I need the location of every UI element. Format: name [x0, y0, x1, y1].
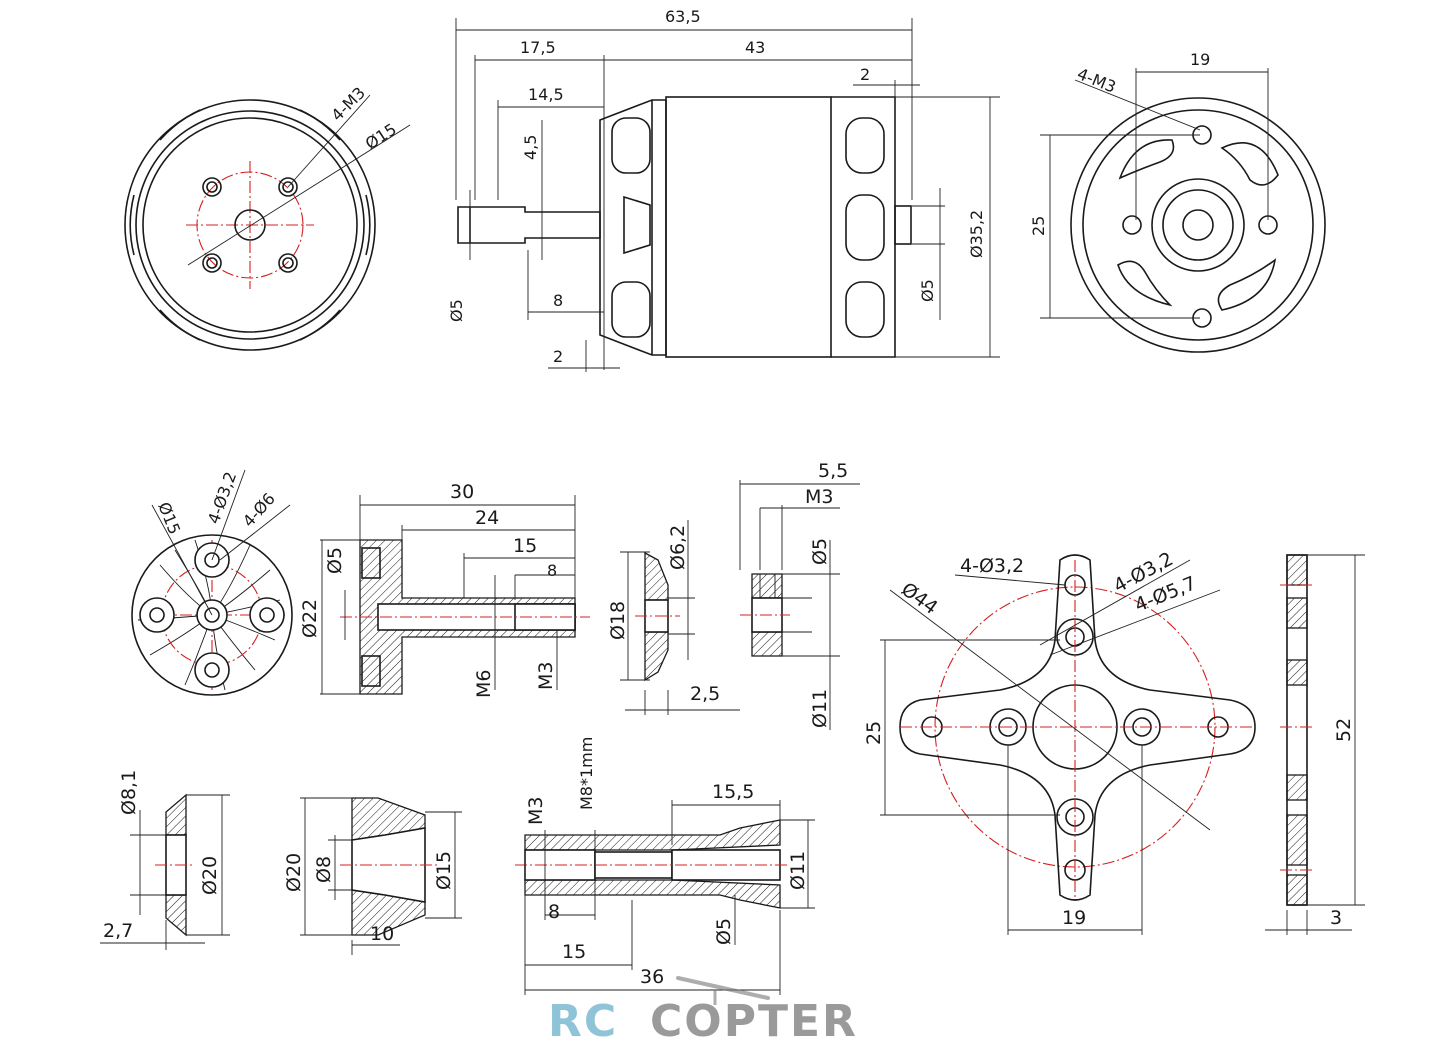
side-view-flat-length: 8: [553, 291, 563, 310]
cone-washer-section: Ø8,1 Ø20 2,7: [100, 770, 230, 950]
x-mount-span-diameter: Ø44: [897, 578, 942, 619]
long-adapter-thread-length: 8: [548, 901, 560, 923]
cone-washer-thickness: 2,7: [103, 920, 133, 942]
prop-adapter-front-view: Ø15 4-Ø3,2 4-Ø6: [131, 469, 293, 696]
x-mount-side: 52 3: [1265, 554, 1365, 935]
long-adapter-total-length: 36: [640, 966, 664, 988]
prop-adapter-large-holes: 4-Ø6: [239, 489, 279, 530]
rear-view-spacing-x: 19: [1190, 50, 1210, 69]
washer-thickness: 2,5: [690, 683, 720, 705]
watermark-copter-text: COPTER: [650, 996, 858, 1047]
prop-adapter-flange-diameter: Ø22: [299, 599, 321, 638]
prop-adapter-flange-hole: Ø5: [324, 547, 346, 574]
cone-collet-section: Ø20 Ø8 Ø15 10: [283, 797, 462, 955]
side-view-front-gap: 2: [553, 347, 563, 366]
nut-width: 5,5: [818, 460, 848, 482]
cone-collet-cone-diameter: Ø15: [433, 851, 455, 890]
rear-view-screws-label: 4-M3: [1075, 64, 1119, 97]
long-adapter-collet-length: 15,5: [712, 781, 754, 803]
side-view: 63,5 17,5 43 2 14,5 4,5 Ø5 8 2 Ø5 Ø35,2: [447, 7, 1000, 372]
watermark-rc-text: RC: [548, 996, 618, 1047]
x-mount-view: 4-Ø3,2 4-Ø3,2 4-Ø5,7 Ø44 25 19: [863, 548, 1256, 935]
prop-adapter-length-tube: 15: [513, 535, 537, 557]
cone-collet-length: 10: [370, 923, 394, 945]
front-view: 4-M3 Ø15: [124, 83, 411, 351]
cone-collet-outer-diameter: Ø20: [283, 853, 305, 892]
front-view-cooling-slots: [129, 109, 371, 341]
side-view-body-diameter: Ø35,2: [967, 210, 986, 258]
washer-section: Ø6,2 Ø18 2,5: [607, 520, 740, 715]
nut-thread: M3: [805, 486, 833, 508]
x-mount-spacing-horizontal: 19: [1062, 907, 1086, 929]
side-view-body-length: 43: [745, 38, 765, 57]
cone-collet-inner-diameter: Ø8: [313, 856, 335, 883]
rear-view: 19 25 4-M3: [1029, 50, 1326, 353]
prop-adapter-length-mid: 24: [475, 507, 499, 529]
long-adapter-section: M3 M8*1mm 15,5 Ø11 8 Ø5 15 36: [515, 737, 815, 995]
side-view-rear-shaft: 2: [860, 65, 870, 84]
side-view-shaft-diameter: Ø5: [447, 299, 466, 322]
prop-adapter-section: 30 24 15 8 Ø5 Ø22 M6 M3: [299, 481, 590, 698]
nut-section: 5,5 M3 Ø5 Ø11: [739, 460, 860, 730]
rear-view-spacing-y: 25: [1029, 216, 1048, 236]
x-mount-height: 52: [1333, 718, 1355, 742]
long-adapter-collet-diameter: Ø11: [787, 851, 809, 890]
side-view-shaft-section: 17,5: [520, 38, 556, 57]
prop-adapter-thread-small: M3: [535, 662, 557, 690]
long-adapter-bore-diameter: Ø5: [713, 918, 735, 945]
front-view-screws-label: 4-M3: [327, 83, 369, 125]
side-view-rear-shaft-diameter: Ø5: [918, 279, 937, 302]
prop-adapter-length-total: 30: [450, 481, 474, 503]
cone-washer-inner-diameter: Ø8,1: [118, 770, 140, 815]
watermark-rotor-graphic: [676, 976, 770, 1005]
side-view-shaft-length: 14,5: [528, 85, 564, 104]
nut-outer-diameter: Ø11: [809, 689, 831, 728]
x-mount-thickness: 3: [1330, 907, 1342, 929]
front-view-mount-holes: [202, 177, 298, 273]
side-view-flat-depth: 4,5: [521, 135, 540, 160]
nut-inner-diameter: Ø5: [809, 538, 831, 565]
washer-inner-diameter: Ø6,2: [667, 525, 689, 570]
prop-adapter-thread-large: M6: [473, 670, 495, 698]
front-view-bolt-circle-label: Ø15: [362, 119, 400, 153]
rc-copter-watermark: RC COPTER: [548, 996, 858, 1047]
washer-outer-diameter: Ø18: [607, 601, 629, 640]
long-adapter-thread-large: M8*1mm: [577, 737, 596, 810]
x-mount-spacing-vertical: 25: [863, 721, 885, 745]
x-mount-holes-small: 4-Ø3,2: [960, 555, 1024, 577]
cone-washer-outer-diameter: Ø20: [199, 856, 221, 895]
side-view-overall-length: 63,5: [665, 7, 701, 26]
prop-adapter-length-thread: 8: [547, 561, 557, 580]
long-adapter-thread-small: M3: [525, 797, 547, 825]
long-adapter-mid-length: 15: [562, 941, 586, 963]
